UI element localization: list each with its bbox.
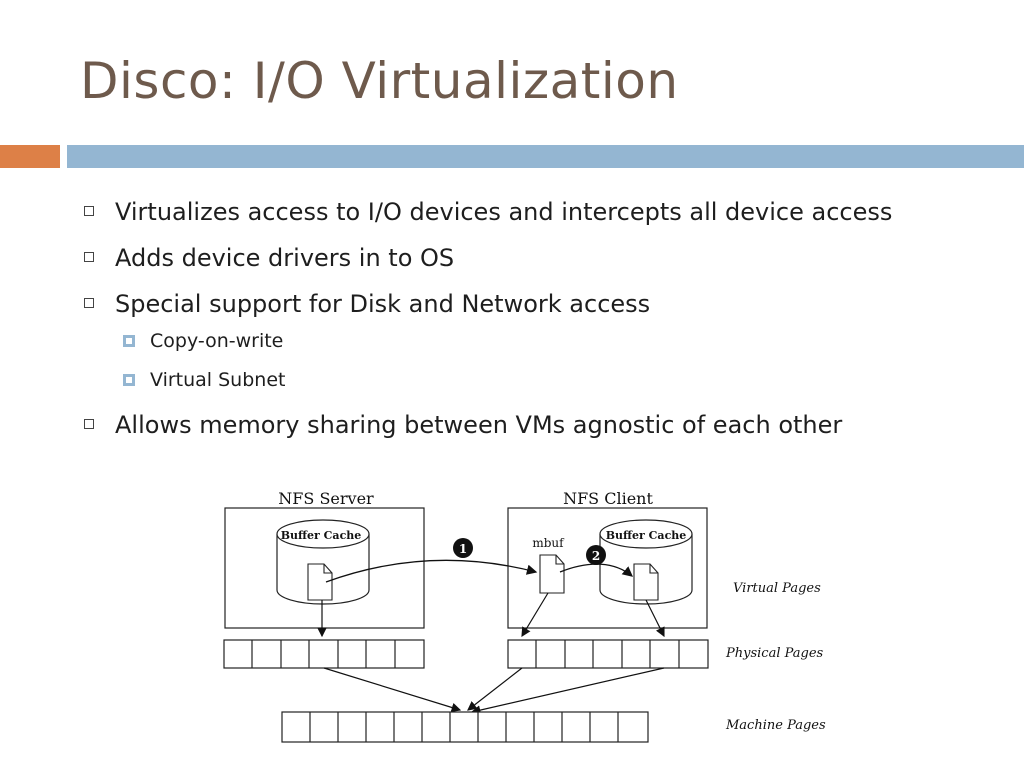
nfs-server-label: NFS Server: [278, 489, 374, 508]
bullet-text: Virtualizes access to I/O devices and in…: [115, 198, 893, 226]
server-buffer-cache-label: Buffer Cache: [281, 529, 362, 542]
server-physical-pages-row: [223, 639, 425, 669]
client-physical-pages-row: [507, 639, 709, 669]
accent-bar-blue: [67, 145, 1024, 168]
bullet-item: Special support for Disk and Network acc…: [82, 286, 982, 322]
bullet-square-icon: [84, 298, 94, 308]
step-1-number: 1: [459, 542, 467, 556]
accent-bar-orange: [0, 145, 60, 168]
bullet-text: Allows memory sharing between VMs agnost…: [115, 411, 843, 439]
machine-pages-row: [281, 711, 649, 743]
bullet-text: Adds device drivers in to OS: [115, 244, 455, 272]
sub-bullet-text: Copy-on-write: [150, 330, 284, 352]
bullet-item: Virtualizes access to I/O devices and in…: [82, 194, 982, 230]
bullet-square-icon: [84, 252, 94, 262]
client-page-icon: [633, 563, 659, 601]
arrow-client-virtual-to-physical: [645, 599, 665, 638]
bullet-square-icon: [84, 419, 94, 429]
arrow-mbuf-physical-to-machine: [467, 667, 523, 711]
bullet-square-icon: [84, 206, 94, 216]
mbuf-page-icon: [539, 554, 565, 594]
nfs-client-label: NFS Client: [563, 489, 653, 508]
mbuf-label: mbuf: [532, 536, 565, 550]
step-2-number: 2: [592, 549, 600, 563]
virtual-pages-label: Virtual Pages: [733, 581, 821, 596]
arrow-mbuf-to-cache: [559, 563, 634, 577]
server-page-icon: [307, 563, 333, 601]
machine-pages-label: Machine Pages: [725, 718, 826, 733]
step-1-marker: [453, 538, 473, 558]
bullet-list: Virtualizes access to I/O devices and in…: [82, 194, 982, 453]
bullet-item: Allows memory sharing between VMs agnost…: [82, 407, 982, 443]
sub-bullet-square-icon: [123, 374, 135, 386]
arrow-mbuf-virtual-to-physical: [521, 592, 549, 638]
sub-bullet-item: Copy-on-write: [82, 328, 982, 354]
physical-pages-label: Physical Pages: [725, 646, 824, 661]
bullet-text: Special support for Disk and Network acc…: [115, 290, 651, 318]
nfs-client-box: [507, 507, 708, 629]
arrow-client-physical-to-machine: [470, 667, 665, 715]
client-buffer-cache-label: Buffer Cache: [606, 529, 687, 542]
sub-bullet-square-icon: [123, 335, 135, 347]
arrow-server-to-mbuf: [325, 559, 538, 583]
slide-title: Disco: I/O Virtualization: [80, 52, 679, 110]
arrow-server-physical-to-machine: [323, 667, 462, 713]
sub-bullet-item: Virtual Subnet: [82, 367, 982, 393]
bullet-item: Adds device drivers in to OS: [82, 240, 982, 276]
step-2-marker: [586, 545, 606, 565]
sub-bullet-text: Virtual Subnet: [150, 369, 286, 391]
